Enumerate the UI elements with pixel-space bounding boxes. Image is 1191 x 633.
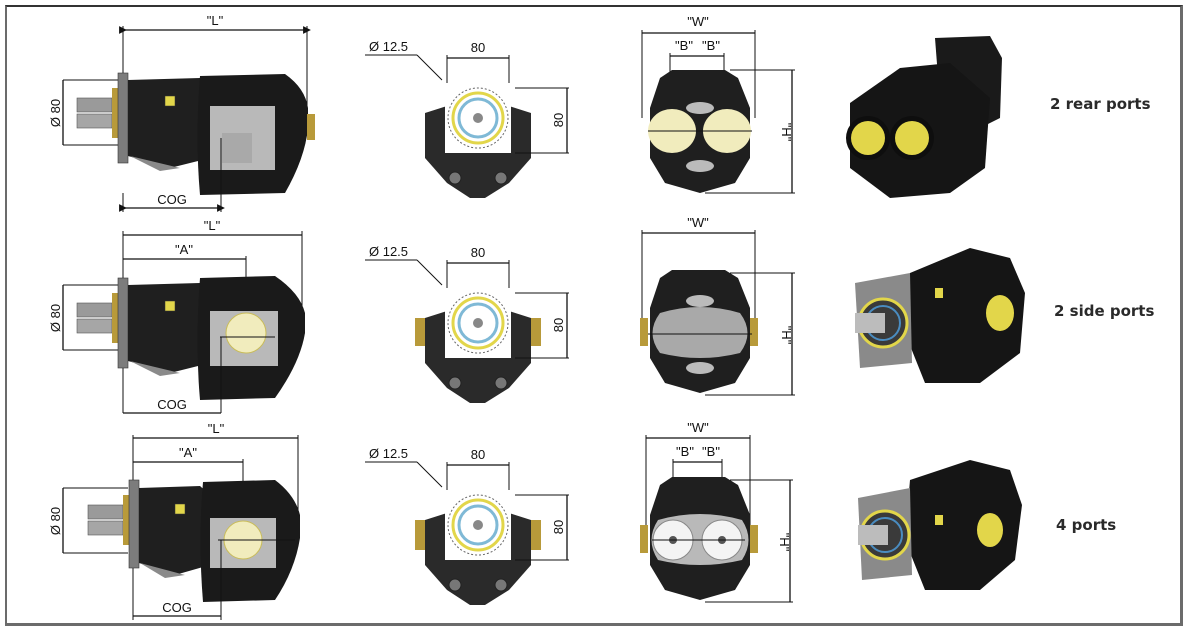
shaft-diameter-label: Ø 80 xyxy=(50,507,63,535)
variant-label: 2 side ports xyxy=(1054,302,1155,320)
side-view-drawing: "L" Ø 80 COG xyxy=(50,13,315,212)
pump-3d-render xyxy=(846,36,1002,198)
side-view-drawing: "L" "A" Ø 80 COG xyxy=(50,218,305,414)
dim-A-label: "A" xyxy=(179,445,197,460)
cog-label: COG xyxy=(157,192,187,207)
front-view-drawing: Ø 12.5 80 80 xyxy=(365,446,569,605)
dim-L-label: "L" xyxy=(207,13,224,28)
pump-3d-render xyxy=(855,248,1025,383)
front-view-drawing: Ø 12.5 80 80 xyxy=(365,244,569,403)
variant-row-2-side-ports: "L" "A" Ø 80 COG Ø 12.5 80 xyxy=(0,213,1191,418)
shaft-diameter-label: Ø 80 xyxy=(50,304,63,332)
dim-L-label: "L" xyxy=(208,421,225,436)
rear-view-drawing: "W" "H" xyxy=(640,215,795,396)
bolt-spacing-h-label: 80 xyxy=(471,447,485,462)
bolt-spacing-h-label: 80 xyxy=(471,245,485,260)
bolt-spacing-v-label: 80 xyxy=(551,113,566,127)
variant-label: 4 ports xyxy=(1056,516,1117,534)
bolt-spacing-h-label: 80 xyxy=(471,40,485,55)
variant-row-4-ports: "L" "A" Ø 80 COG Ø 12.5 80 xyxy=(0,420,1191,625)
dim-A-label: "A" xyxy=(175,242,193,257)
dim-H-label: "H" xyxy=(779,123,794,142)
pump-3d-render xyxy=(858,460,1022,590)
bolt-diameter-label: Ø 12.5 xyxy=(369,446,408,461)
dim-B2-label: "B" xyxy=(702,444,720,459)
variant-label: 2 rear ports xyxy=(1050,95,1151,113)
bolt-spacing-v-label: 80 xyxy=(551,520,566,534)
dim-B1-label: "B" xyxy=(676,444,694,459)
dim-B1-label: "B" xyxy=(675,38,693,53)
dim-H-label: "H" xyxy=(779,326,794,345)
dim-W-label: "W" xyxy=(687,420,709,435)
dim-W-label: "W" xyxy=(687,215,709,230)
rear-view-drawing: "W" "B" "B" "H" xyxy=(641,14,795,194)
bolt-diameter-label: Ø 12.5 xyxy=(369,244,408,259)
cog-label: COG xyxy=(157,397,187,412)
dim-H-label: "H" xyxy=(777,533,792,552)
dim-L-label: "L" xyxy=(204,218,221,233)
dim-B2-label: "B" xyxy=(702,38,720,53)
bolt-diameter-label: Ø 12.5 xyxy=(369,39,408,54)
shaft-diameter-label: Ø 80 xyxy=(50,99,63,127)
front-view-drawing: Ø 12.5 80 80 xyxy=(365,39,569,198)
cog-label: COG xyxy=(162,600,192,615)
dim-W-label: "W" xyxy=(687,14,709,29)
side-view-drawing: "L" "A" Ø 80 COG xyxy=(50,421,300,620)
variant-row-2-rear-ports: "L" Ø 80 COG Ø 12.5 80 xyxy=(0,8,1191,213)
bolt-spacing-v-label: 80 xyxy=(551,318,566,332)
rear-view-drawing: "W" "B" "B" "H" xyxy=(640,420,793,603)
